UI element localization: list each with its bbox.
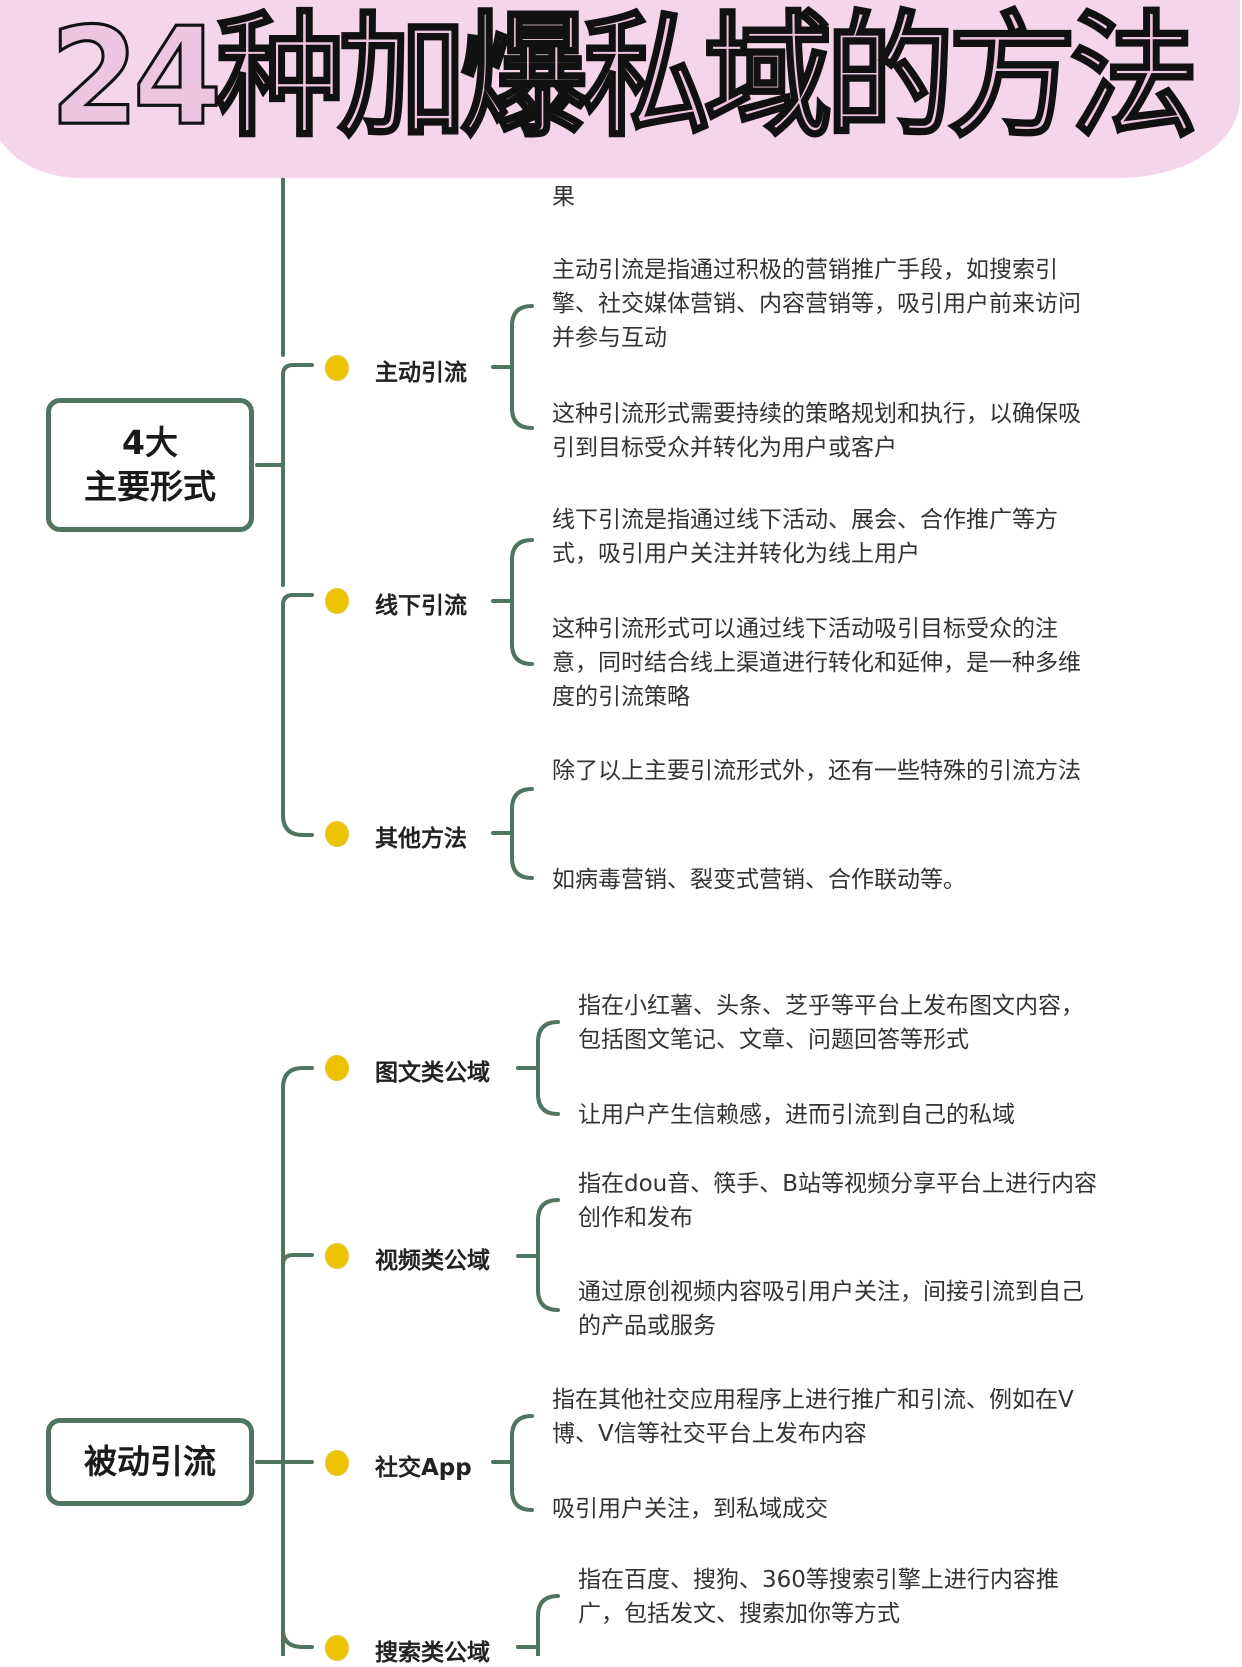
bullet-dot-icon [325,355,349,381]
branch-desc: 如病毒营销、裂变式营销、合作联动等。 [552,867,966,893]
branch-desc: 吸引用户关注，到私域成交 [552,1496,828,1522]
branch-desc: 指在dou音、筷手、B站等视频分享平台上进行内容创作和发布 [578,1171,1098,1231]
bullet-dot-icon [325,821,349,847]
bullet-dot-icon [325,1243,349,1269]
branch-desc: 主动引流是指通过积极的营销推广手段，如搜索引擎、社交媒体营销、内容营销等，吸引用… [552,257,1081,351]
bullet-dot-icon [325,1635,349,1661]
branch-label-search: 搜索类公域 [375,1640,490,1666]
branch-label-social-app: 社交App [375,1455,472,1481]
branch-label-other: 其他方法 [375,826,467,852]
root-node-main-forms: 4大 主要形式 [46,398,254,532]
branch-desc: 这种引流形式需要持续的策略规划和执行，以确保吸引到目标受众并转化为用户或客户 [552,401,1081,461]
branch-label-video: 视频类公域 [375,1248,490,1274]
branch-desc: 线下引流是指通过线下活动、展会、合作推广等方式，吸引用户关注并转化为线上用户 [552,507,1058,567]
page-title: 24种加爆私域的方法 [48,0,1199,156]
branch-desc: 通过原创视频内容吸引用户关注，间接引流到自己的产品或服务 [578,1279,1084,1339]
branch-label-graphic: 图文类公域 [375,1060,490,1086]
branch-desc: 让用户产生信赖感，进而引流到自己的私域 [578,1102,1015,1128]
root-node-line2: 主要形式 [84,467,216,506]
bullet-dot-icon [325,588,349,614]
root-node-passive: 被动引流 [46,1418,254,1506]
bullet-dot-icon [325,1055,349,1081]
root-node-line1: 4大 [122,423,178,462]
title-banner [0,0,1240,178]
branch-label-active: 主动引流 [375,360,467,386]
branch-desc: 这种引流形式可以通过线下活动吸引目标受众的注意，同时结合线上渠道进行转化和延伸，… [552,616,1081,710]
branch-desc: 指在小红薯、头条、芝乎等平台上发布图文内容，包括图文笔记、文章、问题回答等形式 [578,993,1084,1053]
bullet-dot-icon [325,1450,349,1476]
branch-desc: 指在百度、搜狗、360等搜索引擎上进行内容推广，包括发文、搜索加你等方式 [578,1567,1059,1627]
cut-off-text: 果 [552,184,575,210]
branch-desc: 除了以上主要引流形式外，还有一些特殊的引流方法 [552,758,1081,784]
branch-desc: 指在其他社交应用程序上进行推广和引流、例如在V博、V信等社交平台上发布内容 [552,1387,1074,1447]
branch-label-offline: 线下引流 [375,593,467,619]
